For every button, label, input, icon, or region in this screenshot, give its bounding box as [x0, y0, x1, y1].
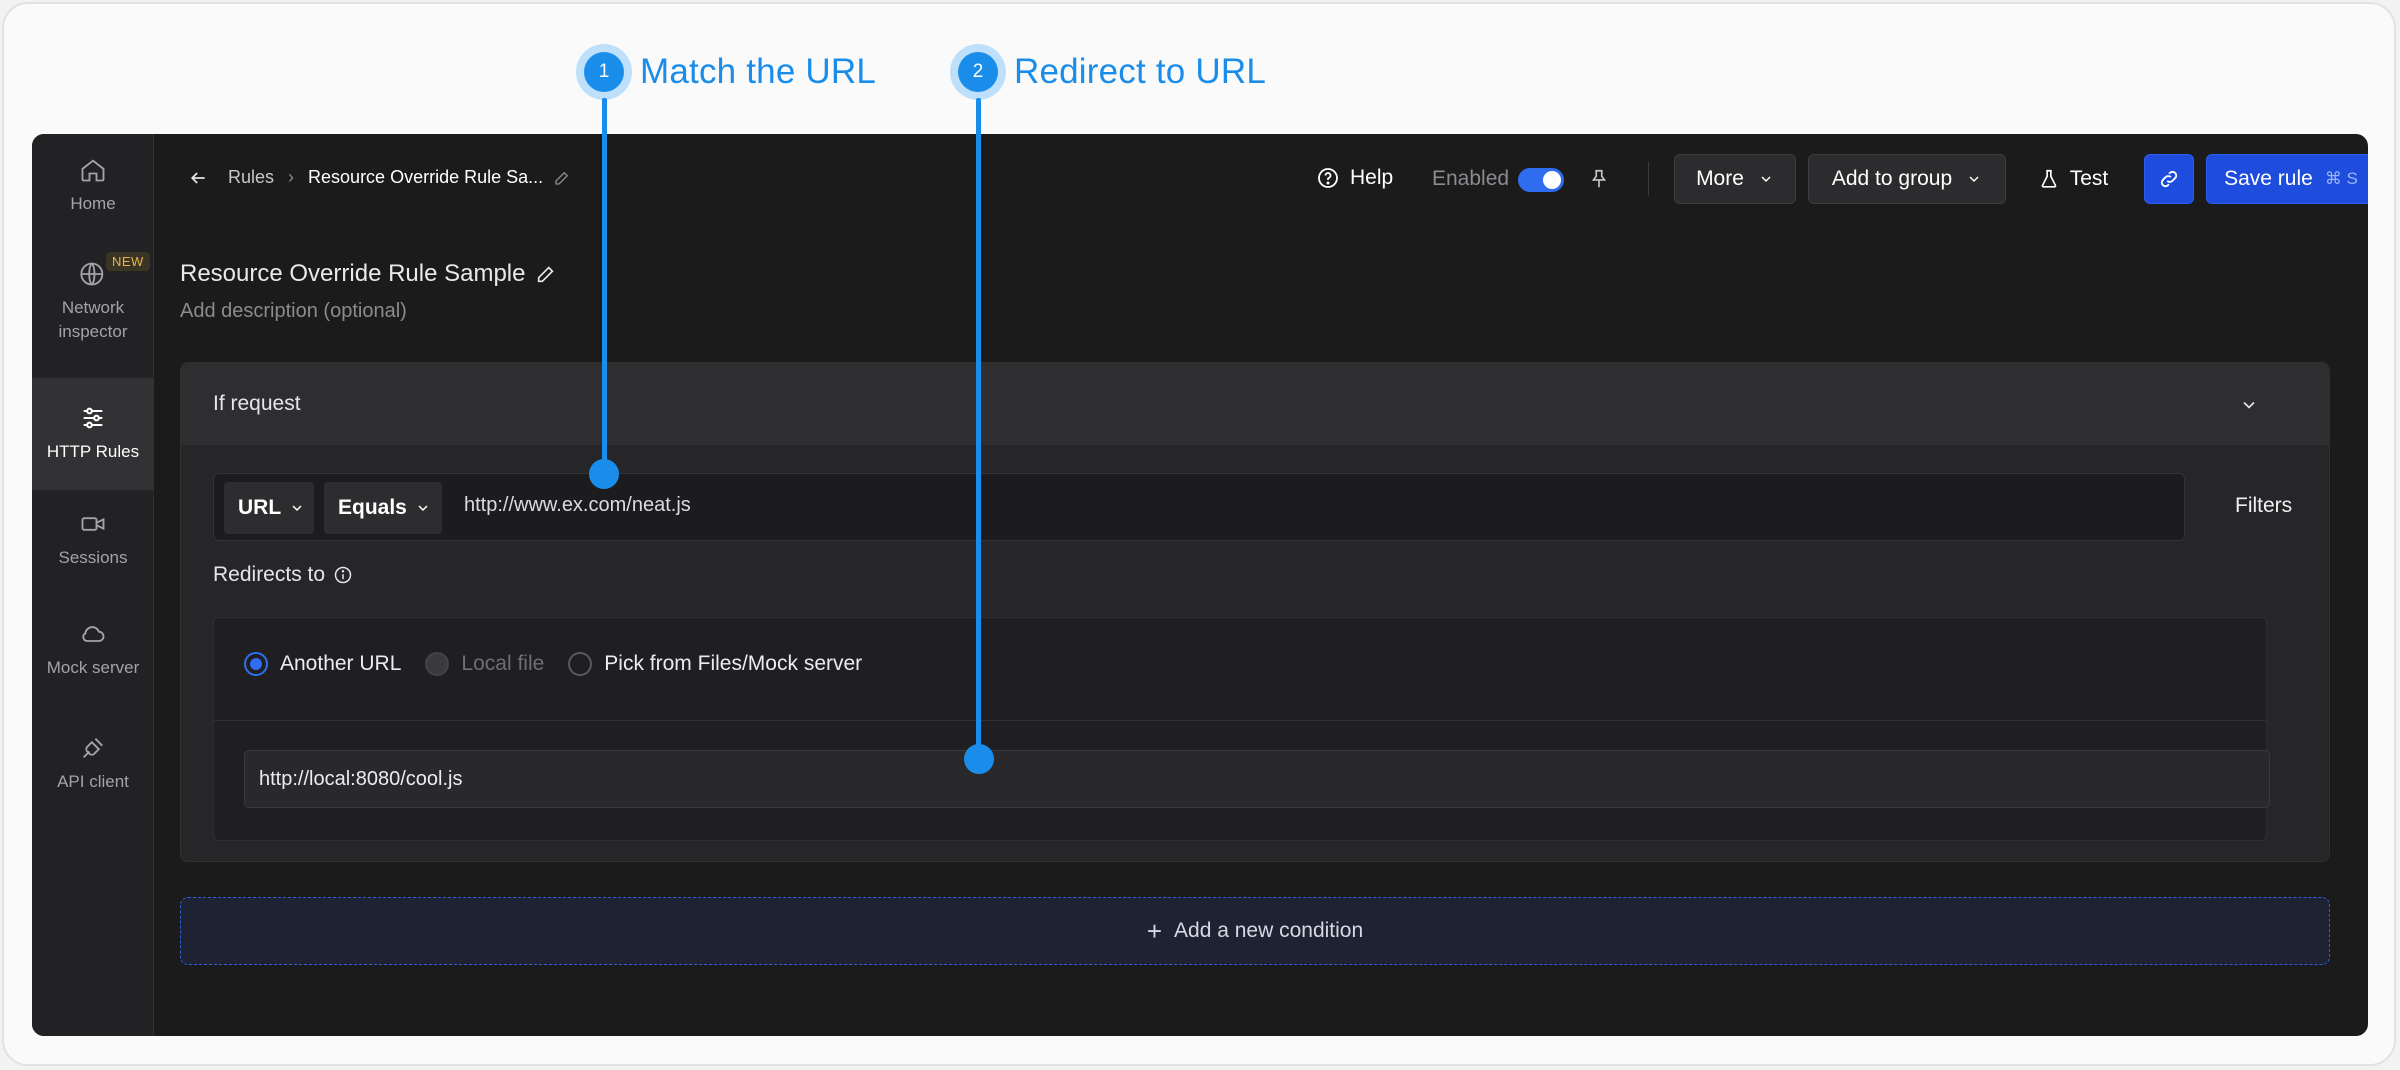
home-icon — [81, 159, 105, 182]
callout-label: Match the URL — [640, 52, 877, 91]
enabled-label: Enabled — [1432, 167, 1510, 190]
sidebar-item-label: Network inspector — [58, 298, 128, 341]
cloud-icon — [82, 626, 105, 642]
match-field-value: URL — [238, 496, 282, 519]
operator-select[interactable]: Equals — [324, 482, 442, 534]
callout-dot — [964, 744, 994, 774]
pencil-icon[interactable] — [553, 169, 571, 187]
callout-label: Redirect to URL — [1014, 52, 1266, 91]
add-condition-label: Add a new condition — [1174, 919, 1364, 942]
sidebar-item-label: HTTP Rules — [46, 442, 140, 461]
breadcrumb-current: Resource Override Rule Sa... — [308, 167, 544, 187]
chevron-down-icon — [292, 505, 302, 512]
save-rule-button[interactable]: Save rule ⌘ S — [2206, 154, 2368, 204]
rule-description[interactable]: Add description (optional) — [180, 300, 407, 322]
breadcrumb: Rules › Resource Override Rule Sa... — [188, 167, 571, 188]
plus-icon: + — [1146, 915, 1163, 946]
breadcrumb-rules-link[interactable]: Rules — [228, 167, 275, 187]
flask-icon — [2041, 169, 2057, 188]
operator-value: Equals — [338, 496, 407, 519]
toolbar-divider — [1648, 162, 1649, 196]
sidebar-item-label: Home — [70, 194, 116, 213]
callout-badge: 1 — [576, 44, 632, 100]
sidebar-item-home[interactable]: Home — [32, 156, 154, 256]
callout-redirect-url: 2 Redirect to URL — [950, 44, 1266, 100]
sidebar: Home Network inspector NEW HTTP Rules Se… — [32, 134, 154, 1036]
divider — [214, 720, 2266, 721]
if-request-label: If request — [213, 392, 301, 415]
radio-another-url[interactable] — [244, 652, 268, 676]
help-circle-icon — [1318, 168, 1338, 188]
new-badge: NEW — [106, 252, 150, 271]
chevron-down-icon — [1969, 176, 1979, 183]
sidebar-item-label: Mock server — [46, 658, 140, 677]
destination-url-input[interactable]: http://local:8080/cool.js — [244, 750, 2270, 808]
url-match-row: URL Equals http://www.ex.com/neat.js — [213, 473, 2185, 541]
chevron-down-icon[interactable] — [2239, 395, 2259, 415]
filters-button[interactable]: Filters — [2235, 494, 2293, 517]
radio-label: Local file — [461, 652, 545, 675]
add-to-group-dropdown[interactable]: Add to group — [1808, 154, 2006, 204]
add-to-group-label: Add to group — [1831, 167, 1953, 190]
pencil-icon[interactable] — [535, 263, 557, 285]
sidebar-item-label: API client — [57, 772, 129, 791]
chevron-right-icon: › — [288, 167, 295, 187]
match-field-select[interactable]: URL — [224, 482, 314, 534]
test-label: Test — [2069, 167, 2109, 190]
info-icon[interactable] — [333, 565, 353, 585]
redirects-to-label: Redirects to — [213, 563, 353, 587]
radio-label: Another URL — [280, 652, 402, 675]
sliders-icon — [83, 407, 103, 429]
sidebar-item-label: Sessions — [58, 548, 128, 567]
pin-icon[interactable] — [1588, 168, 1610, 190]
top-bar: Rules › Resource Override Rule Sa... Hel… — [154, 134, 2368, 222]
share-link-button[interactable] — [2144, 154, 2194, 204]
video-icon — [81, 517, 105, 531]
condition-panel: If request URL Equals http://www.ex.com/… — [180, 362, 2330, 862]
save-shortcut: ⌘ S — [2324, 169, 2358, 188]
callout-badge: 2 — [950, 44, 1006, 100]
destination-type-radio-group: Another URL Local file Pick from Files/M… — [244, 652, 862, 676]
redirect-destination-box: Another URL Local file Pick from Files/M… — [213, 617, 2270, 841]
back-arrow-icon[interactable] — [188, 168, 208, 188]
save-rule-label: Save rule — [2224, 167, 2313, 190]
globe-icon — [80, 262, 104, 286]
condition-header[interactable]: If request — [181, 363, 2329, 445]
chevron-down-icon — [1761, 176, 1771, 183]
url-match-input[interactable]: http://www.ex.com/neat.js — [464, 494, 691, 516]
callout-line — [976, 98, 981, 758]
link-icon — [2160, 170, 2178, 188]
app-window: Home Network inspector NEW HTTP Rules Se… — [32, 134, 2368, 1036]
sidebar-item-mock-server[interactable]: Mock server — [32, 620, 154, 710]
sidebar-item-network-inspector[interactable]: Network inspector — [32, 260, 154, 380]
add-condition-button[interactable]: + Add a new condition — [180, 897, 2330, 965]
sidebar-item-http-rules[interactable]: HTTP Rules — [32, 378, 154, 490]
radio-pick-from-files[interactable] — [568, 652, 593, 676]
callout-dot — [589, 459, 619, 489]
plug-icon — [83, 738, 103, 758]
rule-title[interactable]: Resource Override Rule Sample — [180, 260, 557, 288]
radio-label: Pick from Files/Mock server — [604, 652, 863, 675]
enabled-toggle[interactable] — [1518, 168, 1564, 192]
callout-line — [602, 98, 607, 472]
callout-number: 1 — [584, 52, 624, 92]
callout-match-url: 1 Match the URL — [576, 44, 877, 100]
more-dropdown[interactable]: More — [1674, 154, 1796, 204]
help-button[interactable]: Help — [1316, 166, 1393, 190]
test-button[interactable]: Test — [2018, 154, 2128, 204]
chevron-down-icon — [418, 505, 428, 512]
rule-title-text: Resource Override Rule Sample — [180, 260, 526, 287]
radio-local-file — [425, 652, 450, 676]
redirects-to-text: Redirects to — [213, 563, 326, 586]
help-label: Help — [1350, 166, 1394, 189]
callout-number: 2 — [958, 52, 998, 92]
sidebar-item-api-client[interactable]: API client — [32, 734, 154, 824]
sidebar-item-sessions[interactable]: Sessions — [32, 510, 154, 600]
more-label: More — [1696, 167, 1744, 190]
